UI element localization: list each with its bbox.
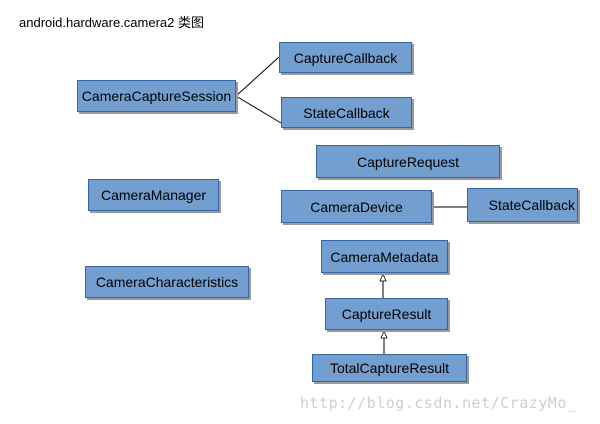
node-label: StateCallback bbox=[303, 104, 390, 121]
edge-session-to-capture-callback bbox=[235, 56, 280, 97]
diagram-title: android.hardware.camera2 类图 bbox=[19, 15, 204, 30]
node-camera-device[interactable]: CameraDevice bbox=[281, 190, 432, 223]
node-camera-manager[interactable]: CameraManager bbox=[88, 179, 219, 211]
node-label: CaptureCallback bbox=[293, 49, 398, 66]
node-label: CaptureRequest bbox=[357, 153, 459, 170]
node-total-capture-result[interactable]: TotalCaptureResult bbox=[312, 354, 467, 382]
node-label: CaptureResult bbox=[341, 306, 432, 322]
inheritance-arrowhead-capture-result bbox=[380, 329, 388, 339]
node-label: StateCallback bbox=[488, 197, 575, 213]
node-label: CameraManager bbox=[100, 187, 207, 203]
node-label: CameraCaptureSession bbox=[81, 88, 232, 104]
node-capture-request[interactable]: CaptureRequest bbox=[316, 145, 500, 178]
node-camera-capture-session[interactable]: CameraCaptureSession bbox=[77, 80, 236, 112]
node-label: TotalCaptureResult bbox=[329, 360, 450, 376]
node-capture-callback[interactable]: CaptureCallback bbox=[279, 42, 412, 73]
watermark-text: http://blog.csdn.net/CrazyMo_ bbox=[300, 394, 577, 412]
node-device-state-callback[interactable]: StateCallback bbox=[467, 188, 578, 222]
edge-session-to-state-callback bbox=[235, 95, 282, 124]
node-label: CameraCharacteristics bbox=[95, 274, 239, 290]
inheritance-arrowhead-metadata bbox=[379, 272, 387, 282]
node-camera-characteristics[interactable]: CameraCharacteristics bbox=[85, 266, 249, 298]
node-label: CameraDevice bbox=[310, 198, 403, 215]
node-session-state-callback[interactable]: StateCallback bbox=[281, 97, 412, 128]
node-capture-result[interactable]: CaptureResult bbox=[325, 298, 448, 330]
node-camera-metadata[interactable]: CameraMetadata bbox=[321, 240, 448, 273]
node-label: CameraMetadata bbox=[330, 248, 439, 265]
